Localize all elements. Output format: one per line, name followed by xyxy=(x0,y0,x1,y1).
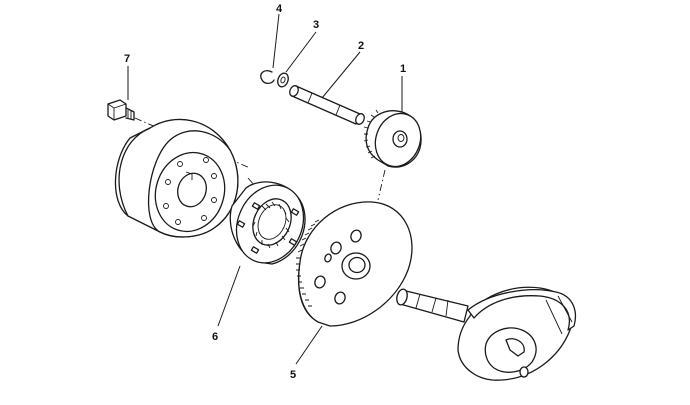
part-4-clip xyxy=(260,70,275,85)
callout-7: 7 xyxy=(124,53,130,65)
crankshaft-assembly xyxy=(396,286,577,381)
part-7-bolt xyxy=(107,99,135,121)
callout-5: 5 xyxy=(290,369,296,381)
leader-6 xyxy=(217,265,241,327)
part-3-washer xyxy=(277,72,289,88)
part-2-shaft xyxy=(289,85,365,125)
part-6-one-way-clutch xyxy=(229,181,306,265)
leader-5 xyxy=(295,325,323,365)
leader-3 xyxy=(285,31,317,73)
callout-2: 2 xyxy=(358,40,364,52)
part-1-idle-gear xyxy=(363,109,422,168)
leader-lines xyxy=(127,13,403,365)
callout-4: 4 xyxy=(276,3,283,15)
callout-3: 3 xyxy=(313,19,319,31)
callout-6: 6 xyxy=(212,331,218,343)
leader-4 xyxy=(272,13,280,69)
leader-2 xyxy=(321,51,361,99)
part-5-driven-gear xyxy=(296,201,413,327)
callout-1: 1 xyxy=(400,63,406,75)
callout-labels: 7 4 3 2 1 6 5 xyxy=(124,3,406,381)
rotor-housing xyxy=(114,118,239,238)
